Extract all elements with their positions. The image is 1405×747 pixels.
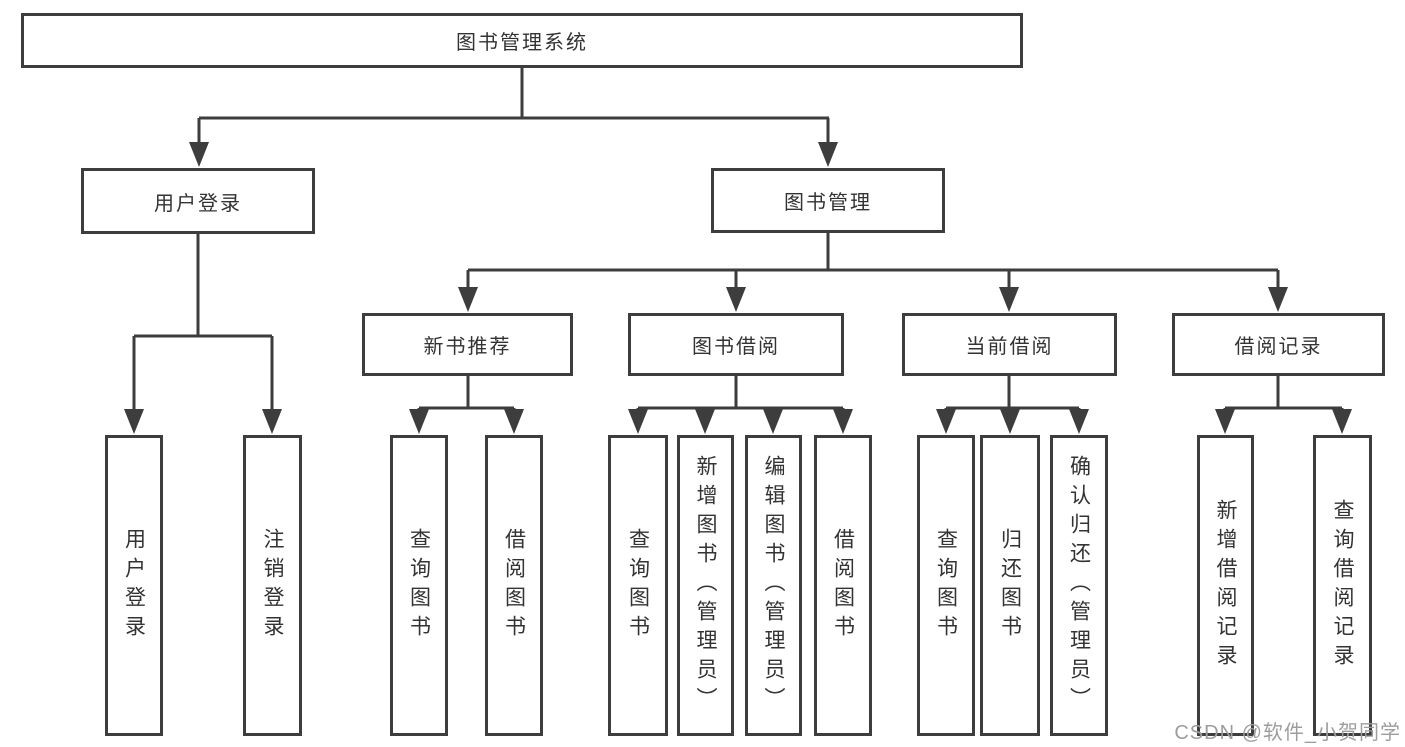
leaf-records-add-label: 新增借阅记录 xyxy=(1214,498,1237,673)
leaf-borrow-borrow: 借阅图书 xyxy=(814,435,872,736)
node-new-books: 新书推荐 xyxy=(362,313,573,376)
leaf-records-query: 查询借阅记录 xyxy=(1313,435,1372,736)
leaf-logout: 注销登录 xyxy=(243,435,302,736)
leaf-user-login-label: 用户登录 xyxy=(122,527,146,644)
node-user-login: 用户登录 xyxy=(81,168,315,234)
leaf-current-query: 查询图书 xyxy=(917,435,975,736)
node-book-borrow-label: 图书借阅 xyxy=(692,336,780,358)
node-root: 图书管理系统 xyxy=(21,13,1023,68)
leaf-records-add: 新增借阅记录 xyxy=(1197,435,1254,736)
leaf-borrow-add-label: 新增图书（管理员） xyxy=(694,455,717,716)
leaf-borrow-edit-label: 编辑图书（管理员） xyxy=(762,455,785,716)
leaf-borrow-query: 查询图书 xyxy=(608,435,668,736)
node-borrow-records: 借阅记录 xyxy=(1172,313,1385,376)
leaf-current-confirm-label: 确认归还（管理员） xyxy=(1067,455,1091,716)
leaf-current-return: 归还图书 xyxy=(980,435,1040,736)
leaf-borrow-query-label: 查询图书 xyxy=(626,527,650,644)
leaf-borrow-add: 新增图书（管理员） xyxy=(677,435,734,736)
node-user-login-label: 用户登录 xyxy=(154,192,242,215)
leaf-borrow-borrow-label: 借阅图书 xyxy=(831,527,855,644)
leaf-newbooks-query-label: 查询图书 xyxy=(407,527,431,644)
leaf-borrow-edit: 编辑图书（管理员） xyxy=(745,435,802,736)
leaf-user-login: 用户登录 xyxy=(105,435,163,736)
leaf-records-query-label: 查询借阅记录 xyxy=(1331,498,1354,673)
csdn-watermark: CSDN @软件_小贺同学 xyxy=(1174,722,1401,744)
node-new-books-label: 新书推荐 xyxy=(423,336,512,358)
leaf-current-return-label: 归还图书 xyxy=(998,527,1022,644)
node-book-mgmt: 图书管理 xyxy=(711,168,945,233)
leaf-newbooks-query: 查询图书 xyxy=(390,435,448,736)
leaf-current-query-label: 查询图书 xyxy=(934,527,958,644)
node-current-borrow: 当前借阅 xyxy=(902,313,1117,376)
leaf-newbooks-borrow-label: 借阅图书 xyxy=(502,527,526,644)
leaf-newbooks-borrow: 借阅图书 xyxy=(485,435,543,736)
node-book-mgmt-label: 图书管理 xyxy=(784,192,872,214)
leaf-logout-label: 注销登录 xyxy=(261,527,284,644)
node-borrow-records-label: 借阅记录 xyxy=(1234,336,1323,358)
leaf-current-confirm: 确认归还（管理员） xyxy=(1050,435,1108,736)
node-book-borrow: 图书借阅 xyxy=(628,313,844,376)
node-root-label: 图书管理系统 xyxy=(456,32,588,54)
node-current-borrow-label: 当前借阅 xyxy=(965,336,1054,358)
